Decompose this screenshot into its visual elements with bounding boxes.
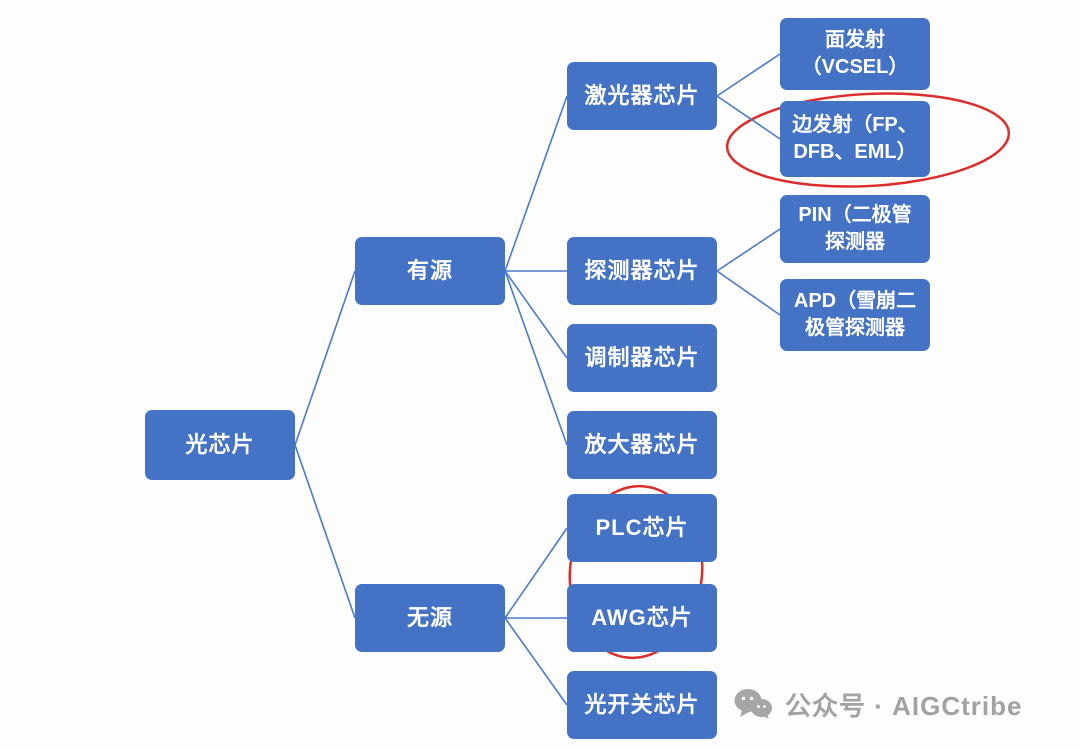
node-plc-chip: PLC芯片: [567, 494, 717, 562]
connector-line: [716, 53, 781, 97]
connector-line: [504, 270, 568, 359]
connector-line: [294, 270, 356, 446]
connector-line: [294, 444, 356, 619]
connector-line: [716, 95, 781, 140]
node-vcsel: 面发射 （VCSEL）: [780, 18, 930, 90]
node-amplifier-chip: 放大器芯片: [567, 411, 717, 479]
node-detector-chip: 探测器芯片: [567, 237, 717, 305]
node-active: 有源: [355, 237, 505, 305]
node-root: 光芯片: [145, 410, 295, 480]
connector-line: [504, 270, 568, 446]
node-edge-emitter: 边发射（FP、 DFB、EML）: [780, 101, 930, 177]
watermark-text: 公众号 · AIGCtribe: [785, 691, 1023, 721]
node-laser-chip: 激光器芯片: [567, 62, 717, 130]
node-apd-detector: APD（雪崩二 极管探测器: [780, 279, 930, 351]
wechat-icon: [733, 688, 773, 722]
connector-line: [716, 228, 781, 272]
node-passive: 无源: [355, 584, 505, 652]
watermark: 公众号 · AIGCtribe: [733, 686, 1022, 723]
node-awg-chip: AWG芯片: [567, 584, 717, 652]
node-modulator-chip: 调制器芯片: [567, 324, 717, 392]
connector-line: [504, 527, 568, 619]
node-optical-switch-chip: 光开关芯片: [567, 671, 717, 739]
connector-line: [504, 617, 568, 706]
connector-line: [716, 270, 781, 316]
connector-line: [504, 95, 568, 272]
node-pin-detector: PIN（二极管 探测器: [780, 195, 930, 263]
